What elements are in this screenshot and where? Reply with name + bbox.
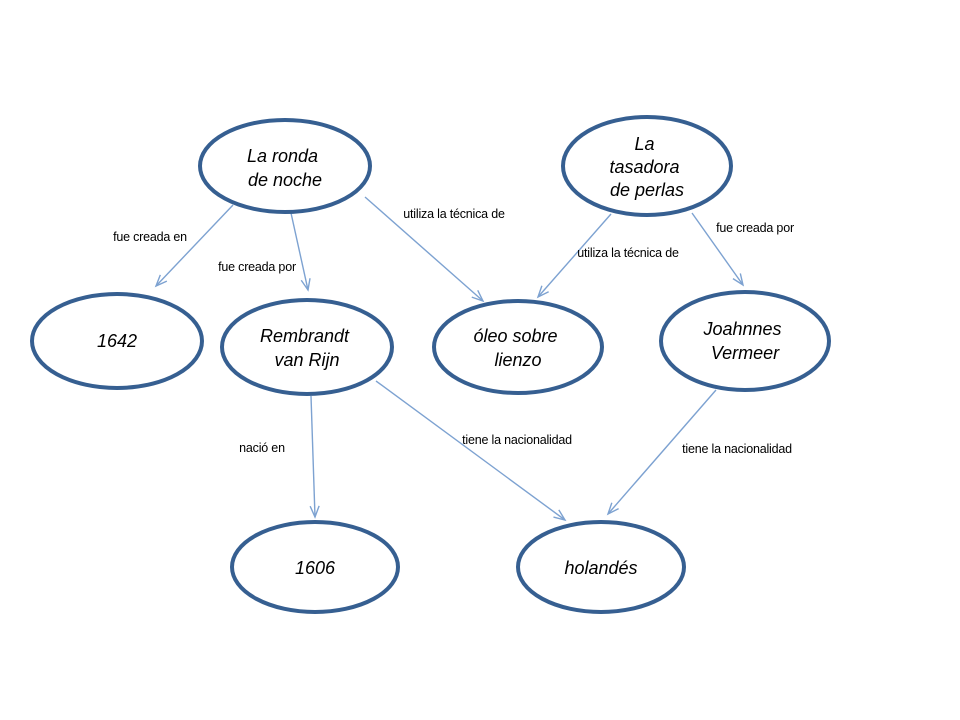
node-label-line: de noche (248, 170, 322, 190)
node-oleo-sobre-lienzo: óleo sobre lienzo (432, 299, 604, 395)
edge-label: utiliza la técnica de (403, 207, 505, 221)
edge-fue-creada-en: fue creada en (113, 204, 234, 288)
node-label: La tasadora de perlas (609, 134, 684, 200)
edge-tiene-la-nacionalidad-rembrandt: tiene la nacionalidad (375, 380, 572, 522)
node-rembrandt-van-rijn: Rembrandt van Rijn (220, 298, 394, 396)
edge-arrow (606, 389, 717, 516)
node-1642: 1642 (30, 292, 204, 390)
edge-utiliza-la-tecnica-de-ronda: utiliza la técnica de (364, 196, 505, 303)
edge-label: nació en (239, 441, 285, 455)
edge-label: tiene la nacionalidad (462, 433, 572, 447)
node-ellipse (198, 118, 372, 214)
edge-label: fue creada en (113, 230, 187, 244)
edge-nacio-en: nació en (239, 395, 320, 519)
node-label-line: tasadora (609, 157, 679, 177)
node-la-tasadora-de-perlas: La tasadora de perlas (561, 115, 733, 217)
edge-tiene-la-nacionalidad-vermeer: tiene la nacionalidad (606, 389, 792, 516)
node-label-line: Vermeer (711, 343, 780, 363)
edge-label: fue creada por (218, 260, 296, 274)
node-label-line: La ronda (247, 146, 318, 166)
node-joahnnes-vermeer: Joahnnes Vermeer (659, 290, 831, 392)
edge-utiliza-la-tecnica-de-tasadora: utiliza la técnica de (536, 213, 679, 299)
edge-label: fue creada por (716, 221, 794, 235)
edge-label: tiene la nacionalidad (682, 442, 792, 456)
node-ellipse (516, 520, 686, 614)
edge-arrow (154, 204, 234, 288)
node-ellipse (220, 298, 394, 396)
node-ellipse (432, 299, 604, 395)
edge-arrow (536, 213, 612, 299)
node-label: óleo sobre lienzo (473, 326, 562, 370)
node-1606: 1606 (230, 520, 400, 614)
node-label: holandés (564, 558, 637, 578)
node-ellipse (230, 520, 400, 614)
edge-arrow (375, 380, 567, 522)
node-ellipse (659, 290, 831, 392)
edge-arrow (364, 196, 485, 303)
node-label-line: Joahnnes (702, 319, 781, 339)
edge-fue-creada-por-rembrandt: fue creada por (218, 212, 311, 292)
node-label-line: óleo sobre (473, 326, 557, 346)
node-label: 1606 (295, 558, 336, 578)
node-label-line: van Rijn (274, 350, 339, 370)
node-label-line: de perlas (610, 180, 684, 200)
node-label: 1642 (97, 331, 137, 351)
node-label: Joahnnes Vermeer (702, 319, 786, 363)
node-label: Rembrandt van Rijn (260, 326, 354, 370)
node-holandes: holandés (516, 520, 686, 614)
edge-arrow (691, 212, 745, 287)
edge-fue-creada-por-vermeer: fue creada por (691, 212, 794, 287)
edge-label: utiliza la técnica de (577, 246, 679, 260)
node-la-ronda-de-noche: La ronda de noche (198, 118, 372, 214)
edge-arrow (309, 395, 320, 519)
node-ellipse (561, 115, 733, 217)
node-label-line: La (634, 134, 654, 154)
node-label: La ronda de noche (247, 146, 323, 190)
node-label-line: Rembrandt (260, 326, 350, 346)
edge-arrow (290, 212, 311, 292)
node-label-line: lienzo (494, 350, 541, 370)
node-ellipse (30, 292, 204, 390)
